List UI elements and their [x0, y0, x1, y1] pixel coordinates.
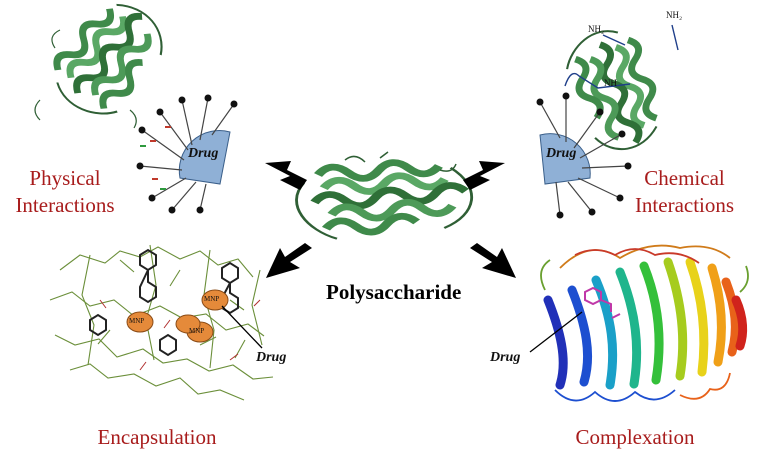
- physical-protein-tail: [34, 29, 137, 129]
- polysaccharide-label: Polysaccharide: [326, 280, 462, 304]
- encapsulation-network: [49, 244, 274, 401]
- chemical-drug-label: Drug: [546, 146, 577, 161]
- chemical-linkers: [564, 24, 679, 89]
- nanoparticle-label-2: MNP: [129, 317, 145, 325]
- center-protein-tail: [344, 151, 457, 172]
- nanoparticle-label-1: MNP: [204, 295, 220, 303]
- physical-interactions-label: Physical Interactions: [5, 165, 125, 219]
- physical-drug-carrier: [136, 94, 238, 214]
- physical-label-line1: Physical: [29, 166, 101, 190]
- nh2-group-a: NH₂: [588, 24, 605, 34]
- nh-group: NH: [604, 78, 617, 88]
- nanoparticle-beads: [126, 289, 229, 343]
- arrow-up-left: [265, 161, 307, 190]
- nh2-group-b: NH₂: [666, 10, 683, 20]
- physical-drug-label: Drug: [188, 146, 219, 161]
- arrow-up-right: [463, 161, 505, 190]
- chemical-drug-carrier: [536, 92, 632, 219]
- complexation-drug-label: Drug: [490, 350, 521, 365]
- physical-protein: [42, 0, 177, 129]
- physical-label-line2: Interactions: [15, 193, 115, 217]
- complexation-loops: [540, 244, 749, 402]
- complexation-label: Complexation: [575, 425, 695, 449]
- complexation-drug-molecule: [584, 286, 621, 319]
- nanoparticle-label-3: MNP: [189, 327, 205, 335]
- arrow-down-right: [470, 243, 516, 278]
- complexation-barrel: [543, 257, 748, 390]
- encapsulation-drug-label: Drug: [256, 350, 287, 365]
- encapsulation-label: Encapsulation: [97, 425, 217, 449]
- complexation-drug-pointer: [529, 311, 583, 353]
- chemical-label-line2: Interactions: [634, 193, 735, 217]
- arrow-down-left: [266, 243, 312, 278]
- center-protein: [292, 157, 477, 241]
- chemical-label-line1: Chemical: [644, 166, 725, 190]
- chemical-interactions-label: Chemical Interactions: [622, 165, 747, 219]
- encapsulation-drug-molecules: [89, 248, 239, 357]
- encapsulation-drug-pointer: [221, 305, 263, 349]
- encapsulation-crosslinks: [99, 299, 261, 371]
